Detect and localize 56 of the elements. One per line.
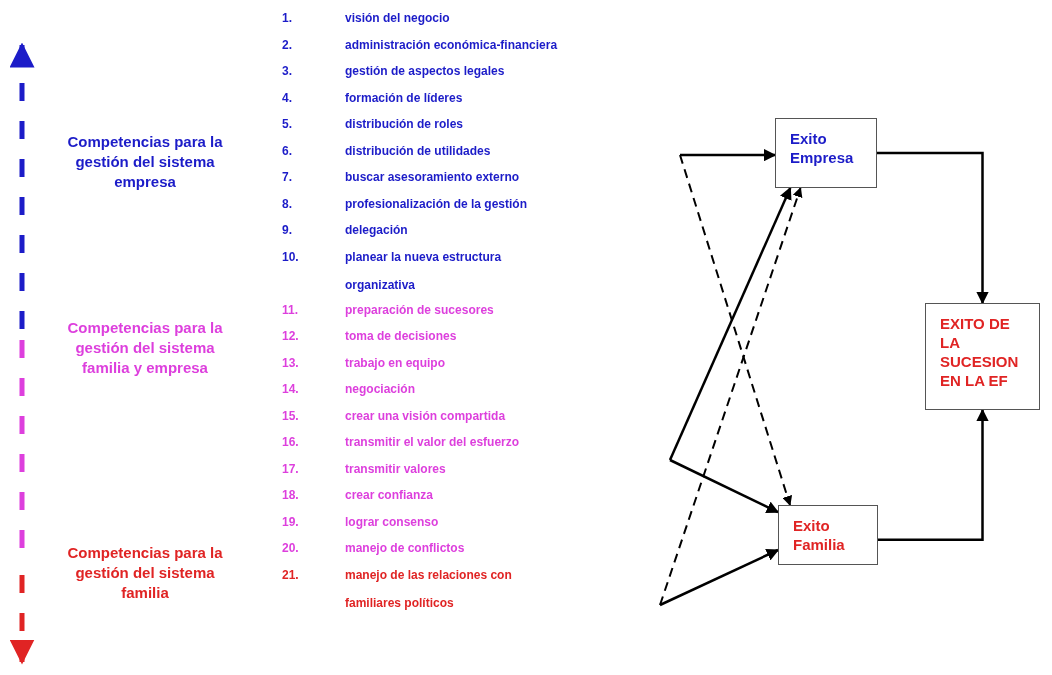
- group-heading: Competencias para la gestión del sistema empresa: [66, 132, 224, 192]
- list-item: crear confianza: [345, 487, 435, 504]
- arrow: [877, 151, 989, 305]
- group-heading: Competencias para la gestión del sistema familia y empresa: [66, 318, 224, 378]
- list-item: buscar asesoramiento externo: [345, 169, 521, 186]
- list-number: 4.: [282, 89, 293, 107]
- process-box: Exito Empresa: [775, 118, 877, 188]
- list-item: crear una visión compartida: [345, 407, 507, 425]
- list-item: preparación de sucesores: [345, 301, 495, 319]
- process-box: Exito Familia: [778, 505, 878, 565]
- list-number: 18.: [282, 487, 300, 504]
- list-number: 9.: [282, 222, 293, 239]
- arrow: [659, 548, 780, 607]
- list-number: 17.: [282, 460, 300, 478]
- list-number: 3.: [282, 63, 293, 80]
- arrow: [659, 187, 803, 606]
- list-number: 13.: [282, 354, 300, 372]
- list-number: 10.: [282, 248, 300, 266]
- list-item: delegación: [345, 222, 409, 239]
- list-item: distribución de roles: [345, 116, 465, 133]
- arrow: [679, 154, 793, 506]
- group-heading: Competencias para la gestión del sistema familia: [66, 543, 224, 603]
- list-number: 1.: [282, 10, 293, 27]
- list-item: profesionalización de la gestión: [345, 195, 529, 213]
- list-number: 2.: [282, 36, 293, 54]
- list-item: negociación: [345, 381, 416, 398]
- list-item: manejo de conflictos: [345, 540, 466, 557]
- list-number: 11.: [282, 301, 300, 319]
- list-item: planear la nueva estructura organizativa: [345, 248, 503, 294]
- list-item: trabajo en equipo: [345, 354, 446, 372]
- list-item: formación de líderes: [345, 89, 464, 107]
- list-number: 21.: [282, 566, 300, 584]
- list-number: 19.: [282, 513, 300, 531]
- list-number: 16.: [282, 434, 300, 451]
- list-number: 5.: [282, 116, 293, 133]
- list-item: transmitir valores: [345, 460, 447, 478]
- list-number: 15.: [282, 407, 300, 425]
- arrow: [680, 148, 777, 162]
- list-item: gestión de aspectos legales: [345, 63, 506, 80]
- arrow: [878, 408, 989, 542]
- list-item: visión del negocio: [345, 10, 451, 27]
- list-item: lograr consenso: [345, 513, 440, 531]
- list-number: 8.: [282, 195, 293, 213]
- list-number: 12.: [282, 328, 300, 345]
- list-item: transmitir el valor del esfuerzo: [345, 434, 521, 451]
- list-number: 7.: [282, 169, 293, 186]
- arrow: [668, 186, 792, 461]
- list-number: 14.: [282, 381, 300, 398]
- list-item: manejo de las relaciones con familiares políticos: [345, 566, 513, 612]
- list-item: administración económica-financiera: [345, 36, 559, 54]
- list-item: distribución de utilidades: [345, 142, 492, 160]
- list-number: 20.: [282, 540, 300, 557]
- list-number: 6.: [282, 142, 293, 160]
- process-box: EXITO DE LA SUCESION EN LA EF: [925, 303, 1040, 410]
- arrow: [669, 458, 780, 514]
- list-item: toma de decisiones: [345, 328, 458, 345]
